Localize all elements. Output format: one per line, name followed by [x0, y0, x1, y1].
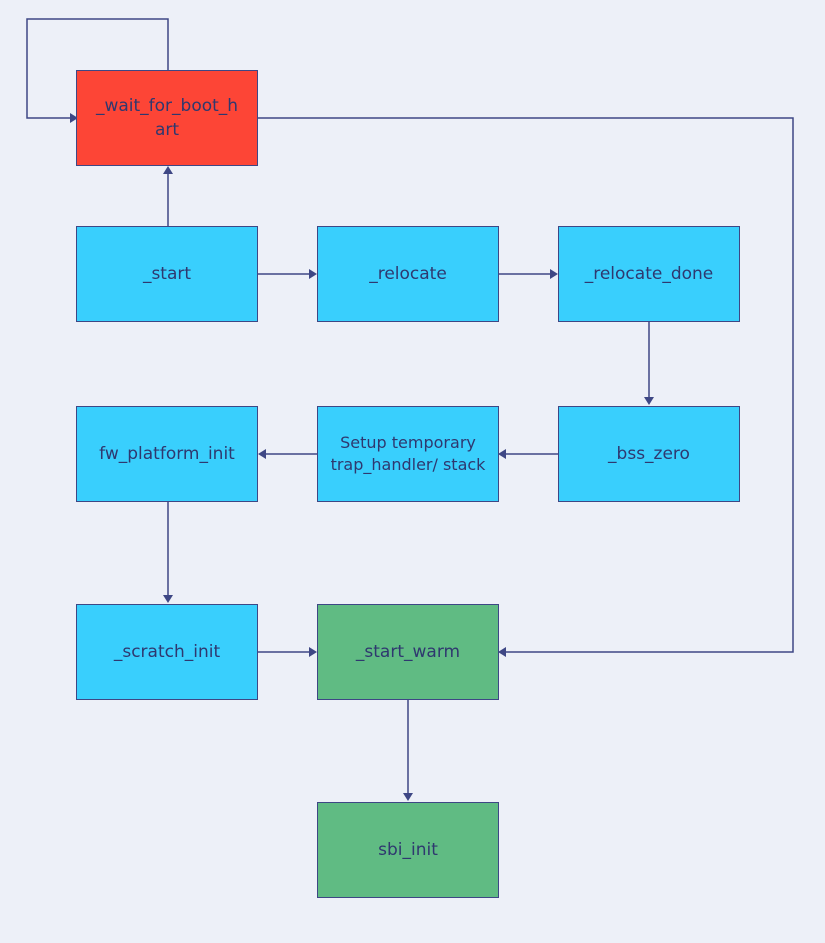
node-sbi-init: sbi_init	[317, 802, 499, 898]
node-label-start-warm: _start_warm	[355, 642, 461, 662]
arrowhead-start-to-wait	[163, 166, 173, 174]
node-label-bss-zero: _bss_zero	[608, 444, 690, 464]
arrowhead-relocate-to-relocate-done	[550, 269, 558, 279]
node-label-start: _start	[142, 264, 192, 284]
node-fw-platform-init: fw_platform_init	[76, 406, 258, 502]
arrowhead-start-to-relocate	[309, 269, 317, 279]
node-label-relocate-done: _relocate_done	[584, 264, 714, 284]
arrowhead-start-warm-to-sbi-init	[403, 793, 413, 801]
node-scratch-init: _scratch_init	[76, 604, 258, 700]
edge-wait-self-loop	[26, 18, 169, 119]
node-label-scratch-init: _scratch_init	[113, 642, 221, 662]
node-label-wait-for-boot-hart: _wait_for_boot_h art	[95, 96, 239, 140]
node-relocate: _relocate	[317, 226, 499, 322]
node-label-fw-platform-init: fw_platform_init	[99, 444, 235, 464]
node-start: _start	[76, 226, 258, 322]
edge-wait-to-start-warm	[258, 117, 794, 653]
node-setup-temporary-trap-handler-stack: Setup temporary trap_handler/ stack	[317, 406, 499, 502]
node-label-relocate: _relocate	[369, 264, 447, 284]
arrowhead-scratch-init-to-start-warm	[309, 647, 317, 657]
arrowhead-platform-init-to-scratch-init	[163, 595, 173, 603]
node-wait-for-boot-hart: _wait_for_boot_h art	[76, 70, 258, 166]
node-start-warm: _start_warm	[317, 604, 499, 700]
node-bss-zero: _bss_zero	[558, 406, 740, 502]
arrowhead-wait-self-loop	[70, 113, 78, 123]
arrowhead-bss-zero-to-setup	[498, 449, 506, 459]
arrowhead-relocate-done-to-bss-zero	[644, 397, 654, 405]
node-label-setup-temporary-trap-handler-stack: Setup temporary trap_handler/ stack	[330, 433, 486, 474]
arrowhead-setup-to-platform-init	[258, 449, 266, 459]
node-label-sbi-init: sbi_init	[378, 840, 438, 860]
node-relocate-done: _relocate_done	[558, 226, 740, 322]
arrowhead-wait-to-start-warm	[498, 647, 506, 657]
